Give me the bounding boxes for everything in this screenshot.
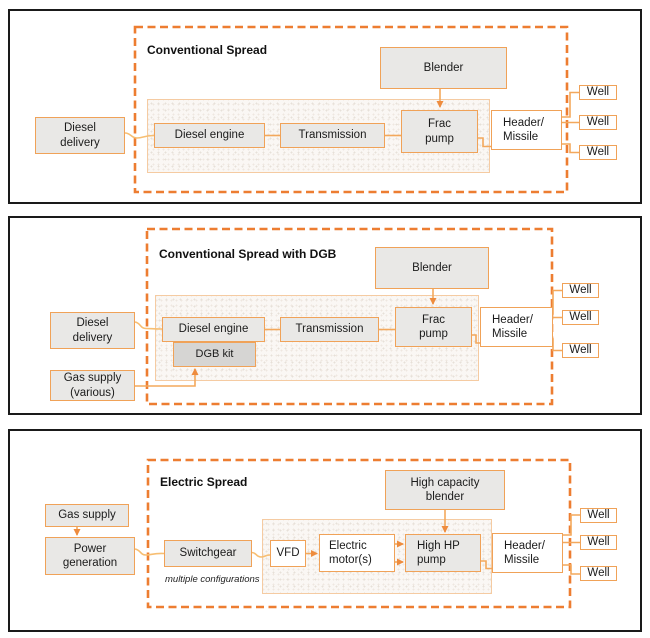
node-well-1: Well [579,85,617,100]
node-header-missile: Header/ Missile [492,533,563,573]
node-power-generation: Power generation [45,537,135,575]
node-switchgear: Switchgear [164,540,252,567]
panel-title: Electric Spread [160,474,248,489]
panel-title: Conventional Spread [147,42,268,57]
node-dgb-kit: DGB kit [173,342,256,367]
node-well-3: Well [579,145,617,160]
panel-conventional-spread: Conventional Spread Blender Diesel deliv… [8,9,642,204]
node-vfd: VFD [270,540,306,567]
node-diesel-delivery: Diesel delivery [35,117,125,154]
node-header-missile: Header/ Missile [480,307,553,347]
node-frac-pump: Frac pump [395,307,472,347]
node-header-missile: Header/ Missile [491,110,562,150]
node-electric-motors: Electric motor(s) [319,534,395,572]
node-diesel-delivery: Diesel delivery [50,312,135,349]
node-transmission: Transmission [280,317,379,342]
node-well-3: Well [580,566,617,581]
panel-title: Conventional Spread with DGB [159,246,337,261]
node-well-2: Well [579,115,617,130]
node-frac-pump: Frac pump [401,110,478,153]
node-transmission: Transmission [280,123,385,148]
node-diesel-engine: Diesel engine [154,123,265,148]
node-gas-supply-various: Gas supply (various) [50,370,135,401]
node-gas-supply: Gas supply [45,504,129,527]
node-well-1: Well [580,508,617,523]
node-blender: Blender [375,247,489,289]
node-high-capacity-blender: High capacity blender [385,470,505,510]
node-well-2: Well [580,535,617,550]
node-diesel-engine: Diesel engine [162,317,265,342]
node-well-3: Well [562,343,599,358]
multiple-configurations-note: multiple configurations [165,574,260,585]
panel-electric-spread: Electric Spread High capacity blender Ga… [8,429,642,632]
node-high-hp-pump: High HP pump [405,534,481,572]
node-blender: Blender [380,47,507,89]
panel-conventional-spread-dgb: Conventional Spread with DGB Blender Die… [8,216,642,415]
node-well-2: Well [562,310,599,325]
node-well-1: Well [562,283,599,298]
